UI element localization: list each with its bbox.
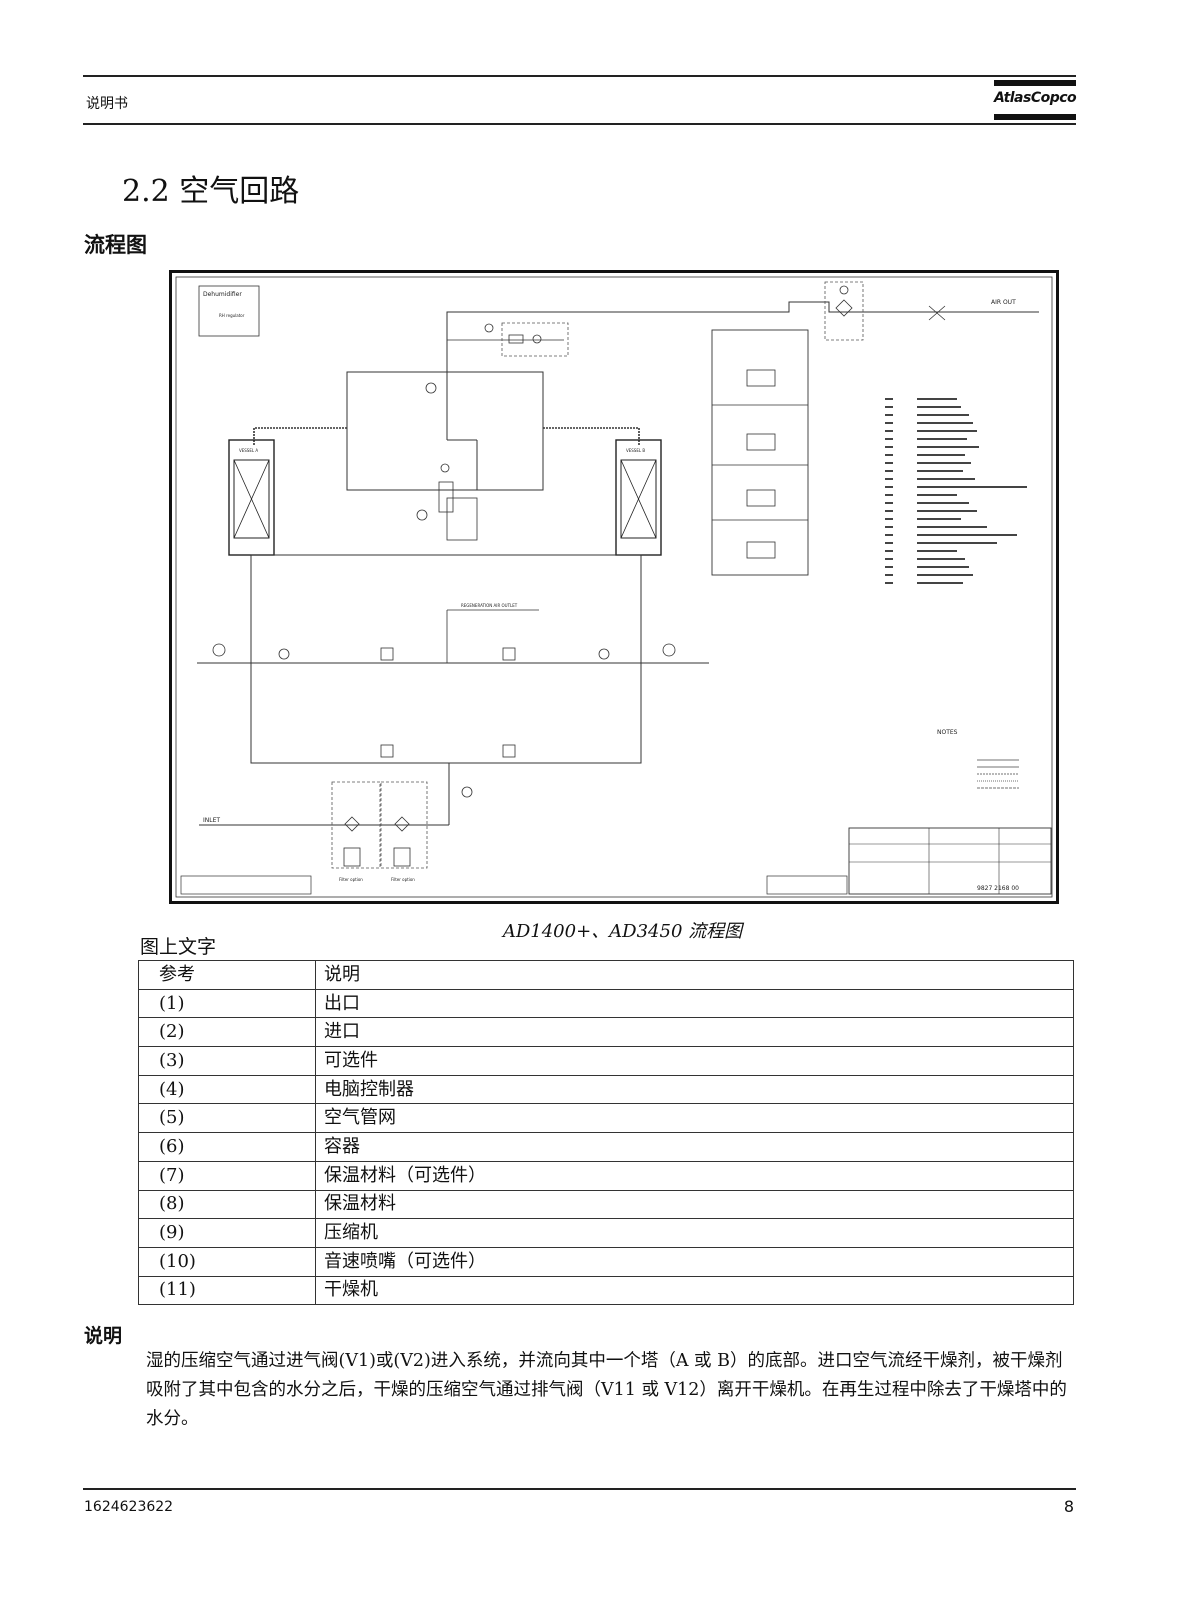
diagram-caption: AD1400+、AD3450 流程图 [502,921,743,942]
legend-table: 参考 说明 (1)出口(2)进口(3)可选件(4)电脑控制器(5)空气管网(6)… [138,960,1074,1306]
vessel-b-label: VESSEL B [626,448,645,453]
table-row: (7)保温材料（可选件） [138,1160,1074,1191]
legend-desc: 电脑控制器 [315,1074,1074,1105]
legend-desc: 可选件 [315,1046,1074,1076]
legend-desc: 干燥机 [315,1275,1074,1306]
logo-text: AtlasCopco [994,90,1077,106]
table-row: (3)可选件 [138,1046,1074,1076]
legend-ref: (9) [138,1218,316,1248]
legend-ref: (1) [138,988,316,1019]
legend-desc: 压缩机 [315,1218,1074,1248]
note-body: 湿的压缩空气通过进气阀(V1)或(V2)进入系统，并流向其中一个塔（A 或 B）… [146,1351,1067,1429]
filter-option-a: Filter option [339,877,363,882]
box-sub: RH regulator [219,313,245,318]
table-row: (11)干燥机 [138,1275,1074,1306]
legend-ref: (6) [138,1132,316,1162]
legend-desc: 进口 [315,1017,1074,1048]
header-top-rule [83,75,1076,77]
table-row: (5)空气管网 [138,1103,1074,1134]
legend-desc: 音速喷嘴（可选件） [315,1246,1074,1277]
note-title: 说明 [84,1325,123,1347]
controller-box [198,285,260,337]
legend-desc: 保温材料（可选件） [315,1160,1074,1191]
outlet-label: AIR OUT [991,299,1016,306]
legend-ref: (7) [138,1160,316,1191]
table-row: (6)容器 [138,1132,1074,1162]
legend-ref: (8) [138,1189,316,1220]
legend-ref: (4) [138,1074,316,1105]
section-subtitle: 流程图 [84,233,147,257]
section-title: 2.2 空气回路 [122,174,300,209]
atlas-copco-logo: AtlasCopco [994,80,1077,122]
notes-label: NOTES [937,729,958,736]
table-row: (8)保温材料 [138,1189,1074,1220]
table-row: (1)出口 [138,988,1074,1019]
legend-ref: (3) [138,1046,316,1076]
inlet-label: INLET [203,817,220,824]
footer-rule [83,1488,1076,1490]
box-title: Dehumidifier [203,291,242,298]
table-row: (10)音速喷嘴（可选件） [138,1246,1074,1277]
legend-title: 图上文字 [140,936,217,958]
page-number: 8 [1063,1497,1074,1516]
legend-ref: (5) [138,1103,316,1134]
drawing-number: 9827 2168 00 [977,885,1019,892]
legend-header-row: 参考 说明 [138,960,1074,990]
legend-header-ref: 参考 [138,960,316,990]
legend-header-desc: 说明 [315,960,1074,990]
header-doc-type: 说明书 [86,96,128,112]
table-row: (4)电脑控制器 [138,1074,1074,1105]
legend-desc: 保温材料 [315,1189,1074,1220]
header-bottom-rule [83,123,1076,125]
filter-option-b: Filter option [391,877,415,882]
legend-desc: 容器 [315,1132,1074,1162]
regen-outlet-label: REGENERATION AIR OUTLET [461,603,518,608]
table-row: (9)压缩机 [138,1218,1074,1248]
legend-desc: 空气管网 [315,1103,1074,1134]
legend-ref: (10) [138,1246,316,1277]
vessel-a-label: VESSEL A [239,448,258,453]
legend-ref: (11) [138,1275,316,1306]
doc-number: 1624623622 [84,1499,174,1515]
legend-ref: (2) [138,1017,316,1048]
legend-desc: 出口 [315,988,1074,1019]
table-row: (2)进口 [138,1017,1074,1048]
flow-diagram: Dehumidifier RH regulator AIR OUT VESSEL… [169,270,1059,904]
